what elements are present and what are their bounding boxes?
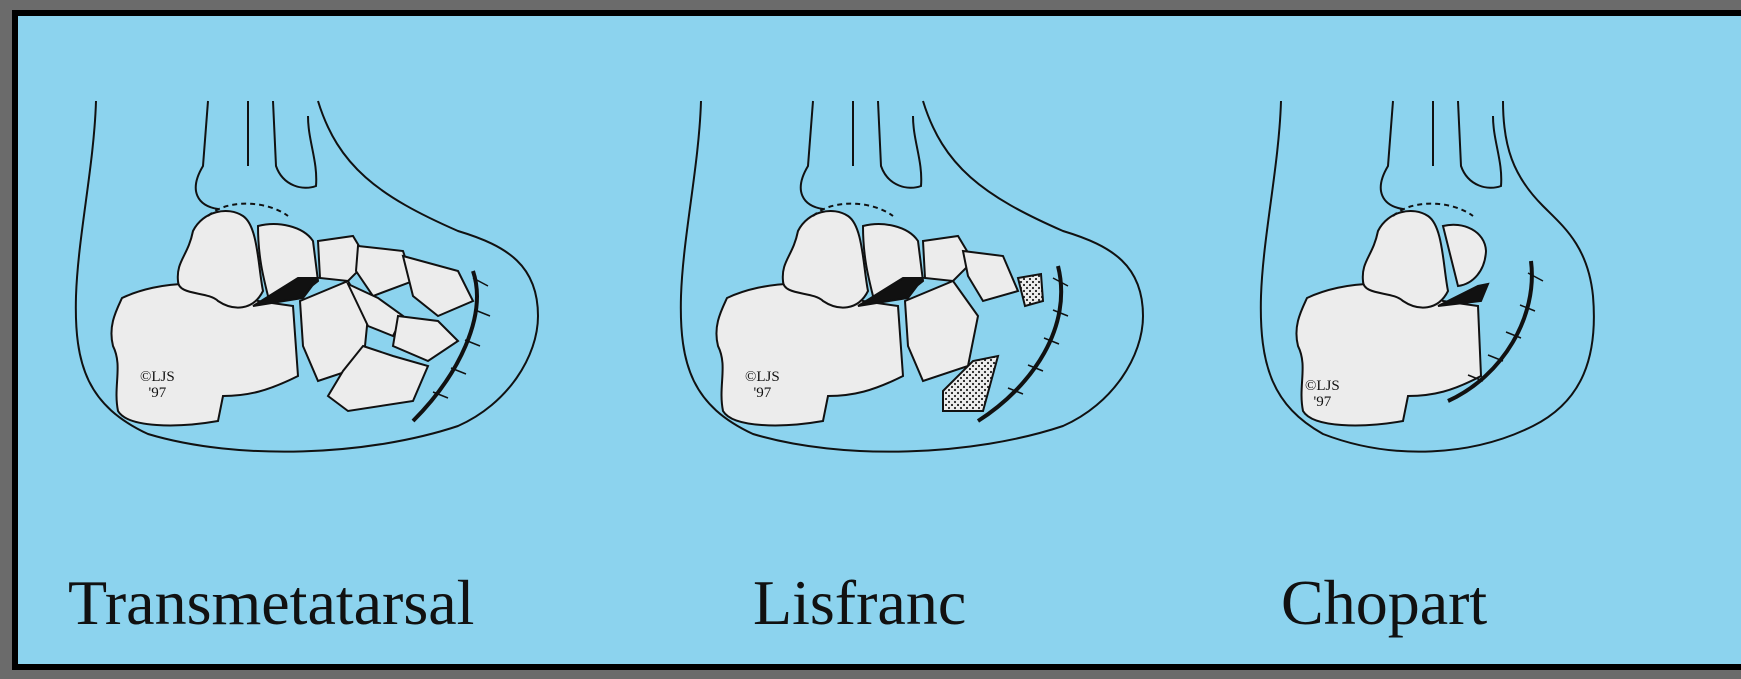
tibia <box>1381 101 1403 209</box>
copyright-mark-2: ©LJS '97 <box>745 370 780 402</box>
cuneiform-2 <box>356 246 413 296</box>
copyright-text: ©LJS <box>745 370 780 386</box>
fibula-2 <box>878 101 921 188</box>
talar-head <box>1443 225 1486 286</box>
copyright-year: '97 <box>140 386 175 402</box>
fibula-2 <box>273 101 316 188</box>
copyright-mark-1: ©LJS '97 <box>140 370 175 402</box>
metatarsal-base-2 <box>393 316 458 361</box>
calcaneus <box>111 284 298 426</box>
caption-transmetatarsal: Transmetatarsal <box>68 571 474 635</box>
cuneiform-2 <box>963 251 1018 301</box>
caption-chopart: Chopart <box>1281 571 1487 635</box>
copyright-year: '97 <box>745 386 780 402</box>
tibia <box>801 101 823 209</box>
caption-lisfranc: Lisfranc <box>753 571 966 635</box>
figure-canvas: ©LJS '97 ©LJS '97 ©LJS '97 Transmetatars… <box>18 16 1741 664</box>
calcaneus <box>716 284 903 426</box>
metatarsal-bases <box>403 256 473 316</box>
copyright-text: ©LJS <box>1305 379 1340 395</box>
figure-border: ©LJS '97 ©LJS '97 ©LJS '97 Transmetatars… <box>12 10 1741 670</box>
fibula-2 <box>1458 101 1501 188</box>
tibia <box>196 101 218 209</box>
copyright-text: ©LJS <box>140 370 175 386</box>
bone-graft-1 <box>1018 274 1043 306</box>
copyright-year: '97 <box>1305 395 1340 411</box>
copyright-mark-3: ©LJS '97 <box>1305 379 1340 411</box>
